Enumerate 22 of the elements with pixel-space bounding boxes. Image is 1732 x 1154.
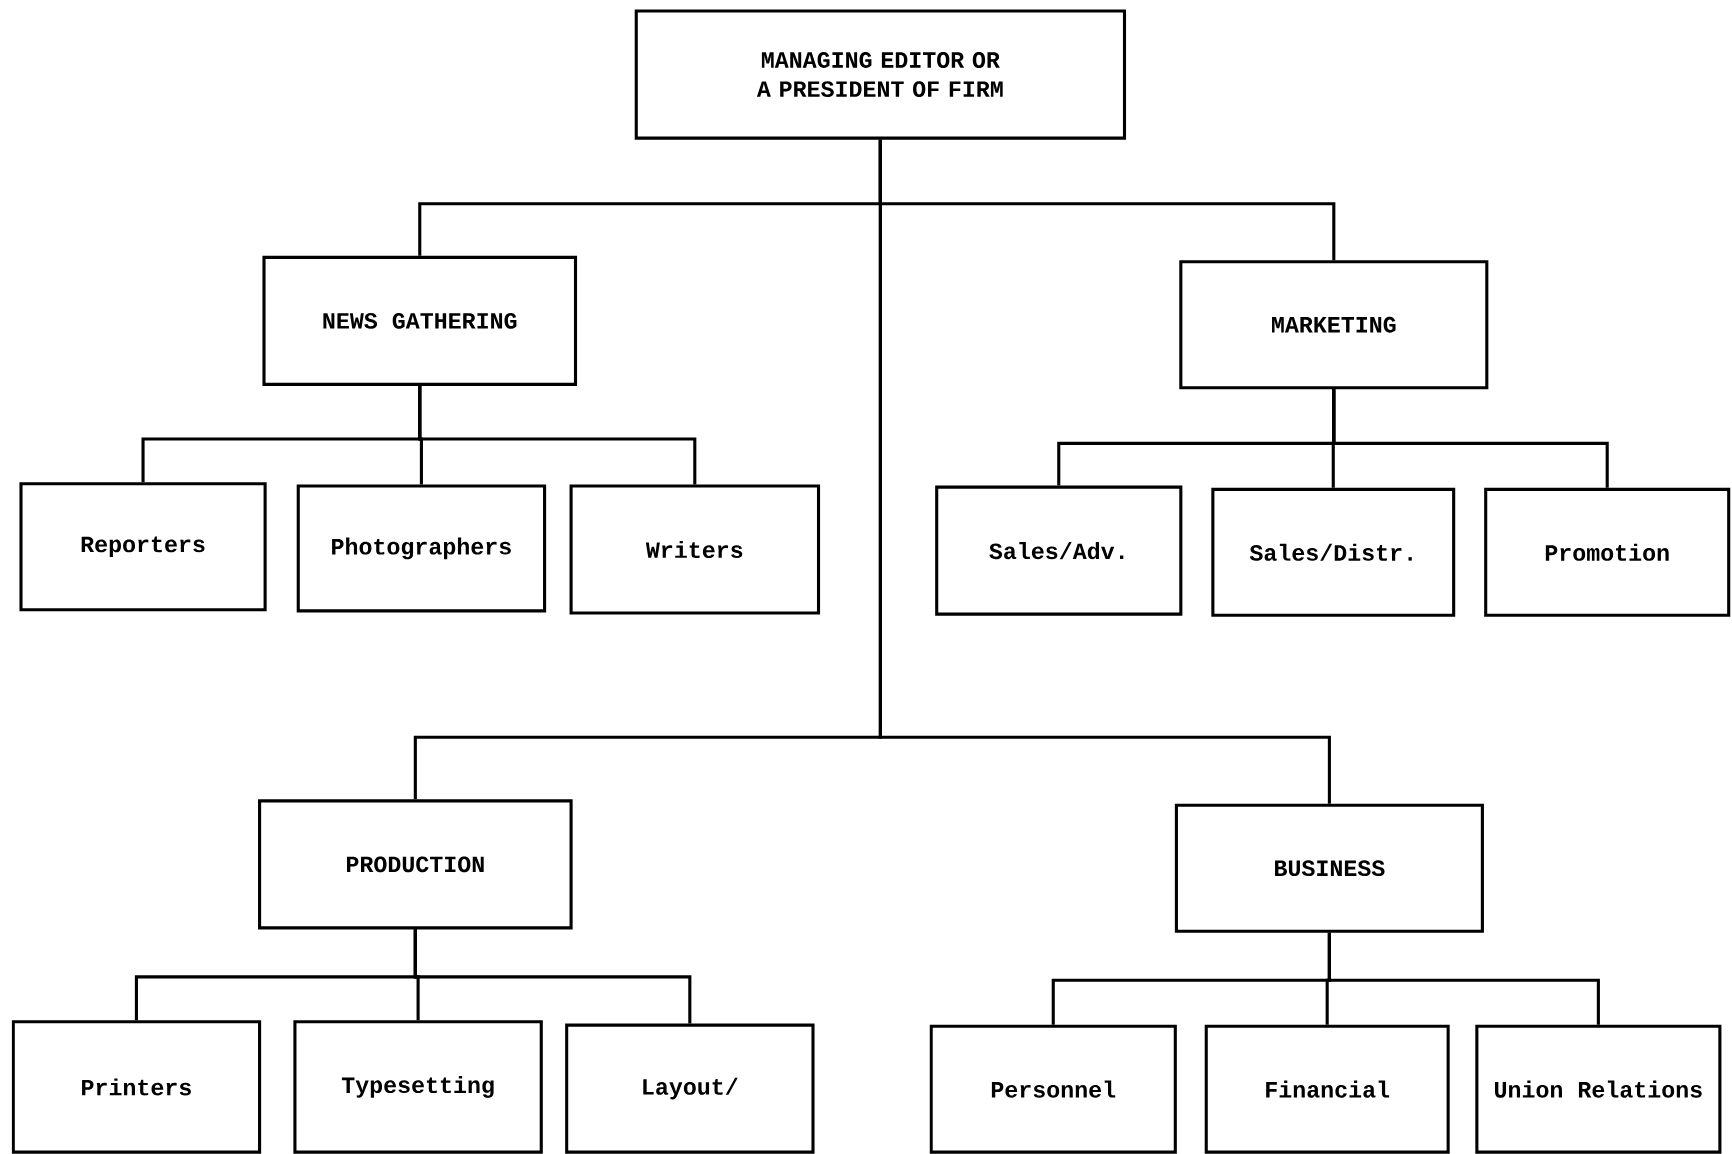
connector-line [1332,389,1609,488]
org-box: MARKETING [1179,260,1489,390]
org-box: Union Relations [1475,1024,1722,1154]
org-box: Writers [569,484,821,615]
org-box: MANAGING EDITOR OR A PRESIDENT OF FIRM [634,9,1127,140]
org-box: Sales/Adv. [935,485,1183,616]
org-box: Printers [11,1020,262,1154]
org-box: Reporters [19,482,267,612]
org-box: Photographers [296,484,547,613]
org-box: Financial [1204,1024,1450,1154]
connector-line [413,929,692,1024]
org-box: Typesetting [293,1020,543,1154]
org-box: Promotion [1484,487,1731,617]
org-box: BUSINESS [1174,803,1484,933]
connector-line [878,139,1331,804]
connector-line [418,385,697,485]
org-box: Sales/Distr. [1211,487,1456,617]
org-box: NEWS GATHERING [262,255,578,386]
org-box: PRODUCTION [258,799,573,930]
org-box: Personnel [929,1024,1177,1154]
org-box: Layout/ [565,1023,815,1154]
connector-line [1327,932,1600,1025]
